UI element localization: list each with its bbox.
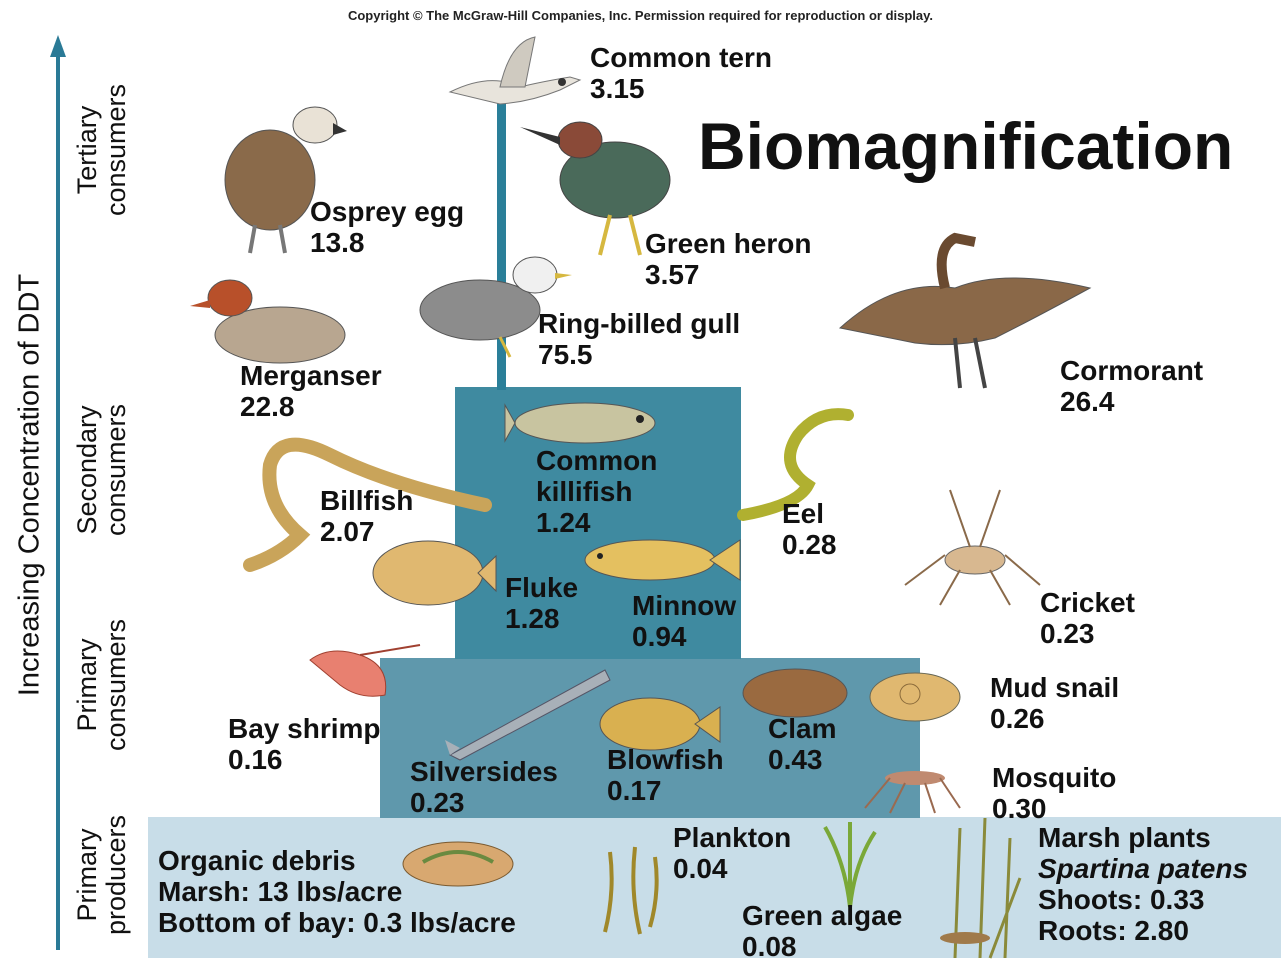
minnow-value: 0.94 bbox=[632, 621, 736, 652]
mud-snail-value: 0.26 bbox=[990, 703, 1119, 734]
label-merganser: Merganser 22.8 bbox=[240, 360, 382, 422]
plankton-name: Plankton bbox=[673, 822, 791, 853]
ring-billed-gull-name: Ring-billed gull bbox=[538, 308, 740, 339]
bay-shrimp-illustration bbox=[300, 640, 425, 715]
diagram-title: Biomagnification bbox=[698, 108, 1233, 184]
label-fluke: Fluke 1.28 bbox=[505, 572, 578, 634]
label-cormorant: Cormorant 26.4 bbox=[1060, 355, 1203, 417]
plankton-value: 0.04 bbox=[673, 853, 791, 884]
mosquito-name: Mosquito bbox=[992, 762, 1116, 793]
bay-shrimp-name: Bay shrimp bbox=[228, 713, 381, 744]
label-billfish: Billfish 2.07 bbox=[320, 485, 413, 547]
label-ring-billed-gull: Ring-billed gull 75.5 bbox=[538, 308, 740, 370]
marsh-plants-species: Spartina patens bbox=[1038, 853, 1248, 884]
label-mud-snail: Mud snail 0.26 bbox=[990, 672, 1119, 734]
cormorant-value: 26.4 bbox=[1060, 386, 1203, 417]
label-mosquito: Mosquito 0.30 bbox=[992, 762, 1116, 824]
green-algae-illustration bbox=[815, 822, 885, 907]
label-cricket: Cricket 0.23 bbox=[1040, 587, 1135, 649]
label-organic-debris: Organic debris Marsh: 13 lbs/acre Bottom… bbox=[158, 845, 516, 938]
ddt-axis-label: Increasing Concentration of DDT bbox=[16, 274, 45, 696]
clam-value: 0.43 bbox=[768, 744, 836, 775]
silversides-value: 0.23 bbox=[410, 787, 558, 818]
fluke-name: Fluke bbox=[505, 572, 578, 603]
blowfish-value: 0.17 bbox=[607, 775, 724, 806]
osprey-egg-value: 13.8 bbox=[310, 227, 464, 258]
mosquito-illustration bbox=[860, 758, 965, 818]
label-plankton: Plankton 0.04 bbox=[673, 822, 791, 884]
label-blowfish: Blowfish 0.17 bbox=[607, 744, 724, 806]
level-label-primary: Primary consumers bbox=[73, 595, 131, 775]
label-green-heron: Green heron 3.57 bbox=[645, 228, 811, 290]
level-label-tertiary: Tertiary consumers bbox=[73, 50, 131, 250]
clam-name: Clam bbox=[768, 713, 836, 744]
osprey-egg-name: Osprey egg bbox=[310, 196, 464, 227]
green-algae-name: Green algae bbox=[742, 900, 902, 931]
common-killifish-name-line2: killifish bbox=[536, 476, 657, 507]
blowfish-name: Blowfish bbox=[607, 744, 724, 775]
level-label-producers: Primary producers bbox=[73, 795, 131, 955]
label-green-algae: Green algae 0.08 bbox=[742, 900, 902, 962]
bay-shrimp-value: 0.16 bbox=[228, 744, 381, 775]
organic-debris-name: Organic debris bbox=[158, 845, 516, 876]
label-marsh-plants: Marsh plants Spartina patens Shoots: 0.3… bbox=[1038, 822, 1248, 946]
label-eel: Eel 0.28 bbox=[782, 498, 837, 560]
organic-debris-marsh: Marsh: 13 lbs/acre bbox=[158, 876, 516, 907]
ddt-axis-line bbox=[56, 50, 60, 950]
mud-snail-name: Mud snail bbox=[990, 672, 1119, 703]
common-killifish-value: 1.24 bbox=[536, 507, 657, 538]
marsh-plants-illustration bbox=[935, 818, 1035, 958]
ring-billed-gull-value: 75.5 bbox=[538, 339, 740, 370]
label-silversides: Silversides 0.23 bbox=[410, 756, 558, 818]
label-common-killifish: Common killifish 1.24 bbox=[536, 445, 657, 538]
eel-name: Eel bbox=[782, 498, 824, 529]
eel-value: 0.28 bbox=[782, 529, 837, 560]
mosquito-value: 0.30 bbox=[992, 793, 1116, 824]
fluke-illustration bbox=[368, 536, 498, 611]
green-heron-name: Green heron bbox=[645, 228, 811, 259]
label-minnow: Minnow 0.94 bbox=[632, 590, 736, 652]
label-clam: Clam 0.43 bbox=[768, 713, 836, 775]
cormorant-name: Cormorant bbox=[1060, 355, 1203, 386]
label-common-tern: Common tern 3.15 bbox=[590, 42, 772, 104]
cricket-name: Cricket bbox=[1040, 587, 1135, 618]
common-tern-value: 3.15 bbox=[590, 73, 772, 104]
cricket-value: 0.23 bbox=[1040, 618, 1135, 649]
marsh-plants-roots: Roots: 2.80 bbox=[1038, 915, 1248, 946]
marsh-plants-shoots: Shoots: 0.33 bbox=[1038, 884, 1248, 915]
copyright-notice: Copyright © The McGraw-Hill Companies, I… bbox=[0, 8, 1281, 23]
green-heron-value: 3.57 bbox=[645, 259, 811, 290]
merganser-name: Merganser bbox=[240, 360, 382, 391]
green-algae-value: 0.08 bbox=[742, 931, 902, 962]
killifish-illustration bbox=[505, 395, 675, 450]
merganser-illustration bbox=[190, 270, 350, 370]
common-tern-name: Common tern bbox=[590, 42, 772, 73]
ddt-axis-arrowhead bbox=[50, 35, 66, 57]
plankton-illustration bbox=[595, 842, 670, 937]
minnow-name: Minnow bbox=[632, 590, 736, 621]
merganser-value: 22.8 bbox=[240, 391, 382, 422]
organic-debris-bay: Bottom of bay: 0.3 lbs/acre bbox=[158, 907, 516, 938]
clam-illustration bbox=[740, 665, 855, 720]
level-label-secondary: Secondary consumers bbox=[73, 370, 131, 570]
label-osprey-egg: Osprey egg 13.8 bbox=[310, 196, 464, 258]
marsh-plants-name: Marsh plants bbox=[1038, 822, 1248, 853]
fluke-value: 1.28 bbox=[505, 603, 578, 634]
label-bay-shrimp: Bay shrimp 0.16 bbox=[228, 713, 381, 775]
cricket-illustration bbox=[900, 485, 1050, 615]
billfish-name: Billfish bbox=[320, 485, 413, 516]
mud-snail-illustration bbox=[860, 662, 980, 727]
silversides-name: Silversides bbox=[410, 756, 558, 787]
common-killifish-name-line1: Common bbox=[536, 445, 657, 476]
minnow-illustration bbox=[580, 530, 745, 590]
billfish-value: 2.07 bbox=[320, 516, 413, 547]
